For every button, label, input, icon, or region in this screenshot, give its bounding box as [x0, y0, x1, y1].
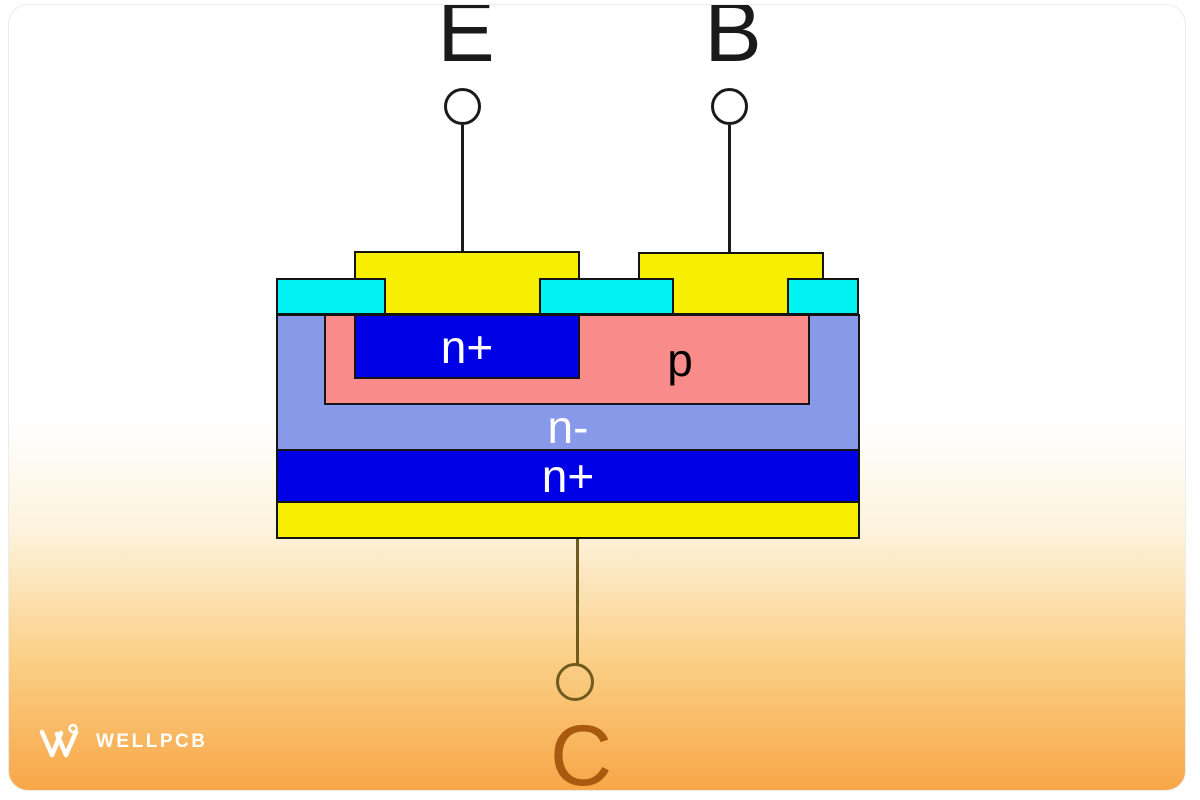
- oxide-block-right: [787, 278, 859, 315]
- wire-base: [728, 125, 731, 253]
- region-n-plus-emitter: [354, 314, 580, 379]
- diagram-card: E B C n+ p: [8, 4, 1186, 791]
- brand-logo: WELLPCB: [37, 719, 207, 765]
- wire-collector: [576, 537, 579, 664]
- terminal-node-collector-icon: [556, 663, 594, 701]
- terminal-node-base-icon: [711, 88, 748, 125]
- terminal-label-base: B: [704, 4, 762, 80]
- terminal-label-collector: C: [549, 708, 613, 791]
- bjt-cross-section-diagram: E B C n+ p: [9, 4, 1185, 791]
- wellpcb-wordmark: WELLPCB: [96, 731, 208, 752]
- oxide-block-middle: [539, 278, 674, 315]
- terminal-label-emitter: E: [437, 4, 495, 80]
- terminal-node-emitter-icon: [444, 88, 481, 125]
- oxide-block-left: [276, 278, 386, 315]
- wire-emitter: [461, 125, 464, 252]
- wellpcb-logo-icon: [39, 723, 79, 758]
- layer-back-metal: [276, 501, 860, 539]
- layer-n-plus-substrate: [276, 449, 860, 503]
